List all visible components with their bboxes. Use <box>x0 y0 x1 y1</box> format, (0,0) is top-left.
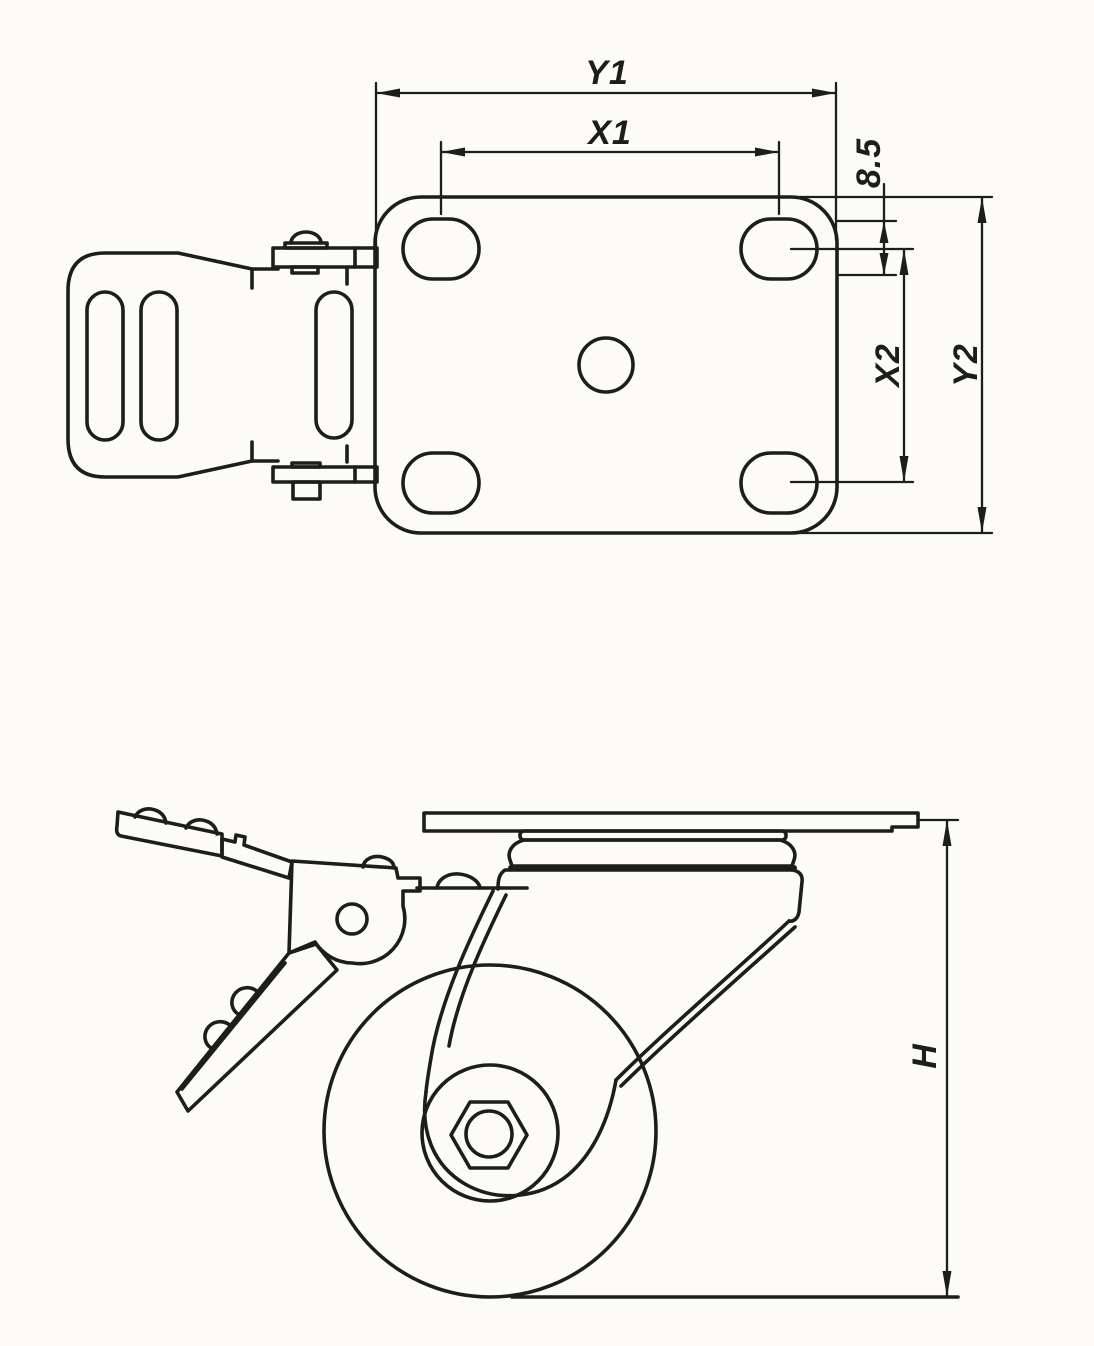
arrowhead <box>942 820 952 846</box>
pivot-hole <box>335 902 369 936</box>
mounting-plate <box>373 195 839 535</box>
brake-housing <box>287 859 422 966</box>
pedal-slot <box>85 290 125 442</box>
release-lever <box>175 942 339 1113</box>
hinge-tab <box>290 265 320 275</box>
axle-bolt <box>464 1109 514 1159</box>
dimension-lines <box>374 81 994 1299</box>
rivet-dome <box>361 854 396 870</box>
fork-front-edge <box>424 889 495 1094</box>
arrowhead <box>899 456 909 482</box>
pedal-arm <box>220 833 294 880</box>
dim-label-x2: X2 <box>869 343 907 389</box>
wheel <box>322 963 658 1299</box>
axle-hex-nut <box>449 1100 529 1170</box>
side-view <box>114 807 960 1299</box>
arrowhead <box>755 147 779 157</box>
pedal-slot <box>314 290 354 440</box>
release-lever-inner-line <box>180 961 287 1091</box>
arrowhead <box>879 221 889 243</box>
arrowhead <box>899 249 909 275</box>
dim-label-h: H <box>906 1043 944 1069</box>
fork-front-edge-inner <box>447 893 508 1048</box>
brake-mechanism-side <box>114 807 529 1113</box>
pedal-slot <box>139 290 179 442</box>
dim-label-y2: Y2 <box>947 343 985 387</box>
arrowhead <box>942 1271 952 1297</box>
pedal-tread-bump <box>133 807 168 825</box>
lever-tread-bump <box>230 985 260 1016</box>
bolt-slot-top-left <box>401 217 481 281</box>
arrowhead <box>879 253 889 275</box>
axle-bracket-horseshoe <box>422 1078 618 1198</box>
wheel-hub-circle <box>420 1063 560 1203</box>
arrowhead <box>977 507 987 533</box>
center-hole <box>577 336 635 394</box>
hinge-pin-block <box>291 480 322 501</box>
top-view <box>66 195 839 535</box>
bolt-slot-bottom-left <box>401 451 481 515</box>
pedal-tread-bump <box>184 818 219 836</box>
top-plate-side <box>422 811 920 833</box>
dim-label-slot-width: 8.5 <box>850 138 888 188</box>
hinge-bar-bottom <box>271 465 379 484</box>
arrowhead <box>812 88 836 98</box>
line-work <box>66 81 994 1299</box>
brake-pedal-plan <box>66 230 379 501</box>
dim-label-x1: X1 <box>586 114 632 152</box>
dim-label-y1: Y1 <box>585 54 629 92</box>
arrowhead <box>376 88 400 98</box>
fork-back-edge <box>614 919 791 1082</box>
hinge-boss-base <box>283 241 329 250</box>
rivet-dome <box>435 872 482 890</box>
lever-tread-bump <box>203 1019 233 1050</box>
dimension-labels: Y1 X1 8.5 X2 Y2 H <box>585 54 985 1069</box>
hinge-tab <box>290 461 322 469</box>
hinge-boss-dome <box>289 230 323 245</box>
arrowhead <box>977 197 987 223</box>
fork-head <box>496 868 804 923</box>
arrowheads <box>376 88 987 1297</box>
pedal-outline <box>66 251 280 479</box>
arrowhead <box>441 147 465 157</box>
fork-back-edge-inner <box>619 925 797 1088</box>
